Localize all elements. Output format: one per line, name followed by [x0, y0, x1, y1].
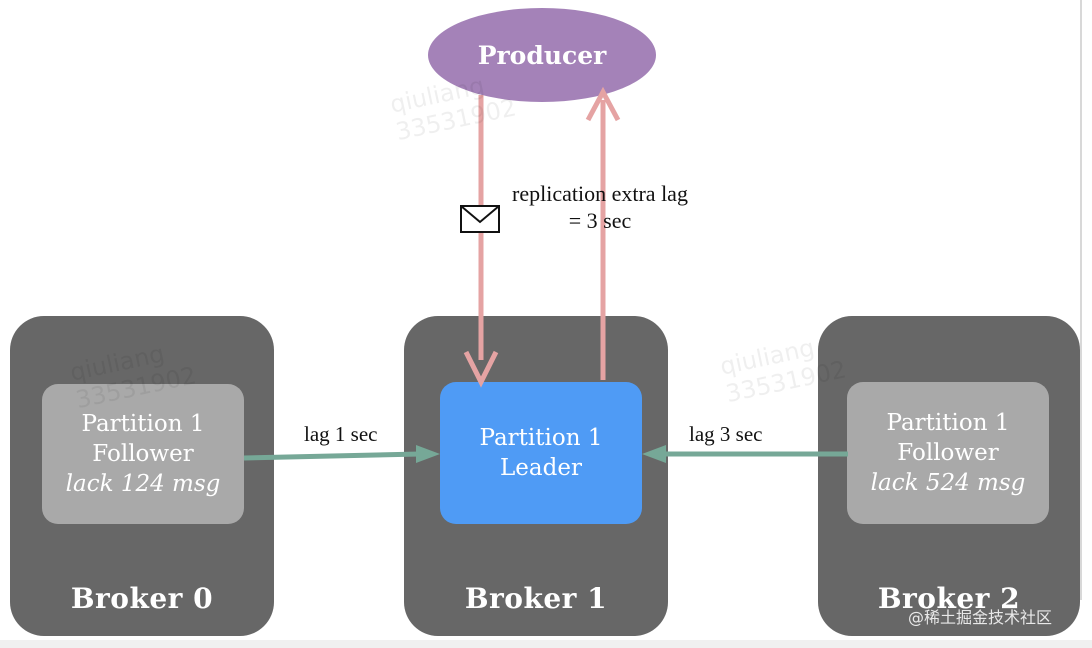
broker-label: Broker 0	[70, 582, 214, 615]
partition-role: Leader	[500, 455, 582, 481]
partition-role: Follower	[897, 440, 999, 466]
broker-0: Partition 1 Follower lack 124 msg Broker…	[10, 316, 274, 636]
partition-title: Partition 1	[886, 410, 1010, 436]
watermark: qiuliang 33531902	[388, 66, 519, 146]
bottom-strip	[0, 640, 1092, 648]
replication-lag-line2: = 3 sec	[568, 208, 632, 233]
partition-role: Follower	[92, 441, 194, 467]
producer-node: Producer	[428, 8, 656, 102]
broker-label: Broker 1	[464, 582, 608, 615]
broker-2: Partition 1 Follower lack 524 msg Broker…	[818, 316, 1080, 636]
lag-label-left: lag 1 sec	[304, 422, 378, 446]
partition-title: Partition 1	[81, 411, 205, 437]
replication-lag-line1: replication extra lag	[512, 181, 688, 206]
lag-label-right: lag 3 sec	[689, 422, 763, 446]
replication-lag-label: replication extra lag = 3 sec	[490, 180, 710, 234]
partition-follower-broker-2: Partition 1 Follower lack 524 msg	[847, 382, 1049, 524]
partition-follower-broker-0: Partition 1 Follower lack 124 msg	[42, 384, 244, 524]
partition-lack: lack 124 msg	[65, 471, 221, 497]
producer-label: Producer	[477, 40, 607, 70]
broker-1: Partition 1 Leader Broker 1	[404, 316, 668, 636]
broker-label: Broker 2	[877, 582, 1021, 615]
partition-title: Partition 1	[479, 425, 603, 451]
frame-edge	[1080, 0, 1082, 600]
credit-watermark: @稀土掘金技术社区	[908, 608, 1053, 627]
partition-leader-broker-1: Partition 1 Leader	[440, 382, 642, 524]
partition-lack: lack 524 msg	[870, 470, 1026, 496]
